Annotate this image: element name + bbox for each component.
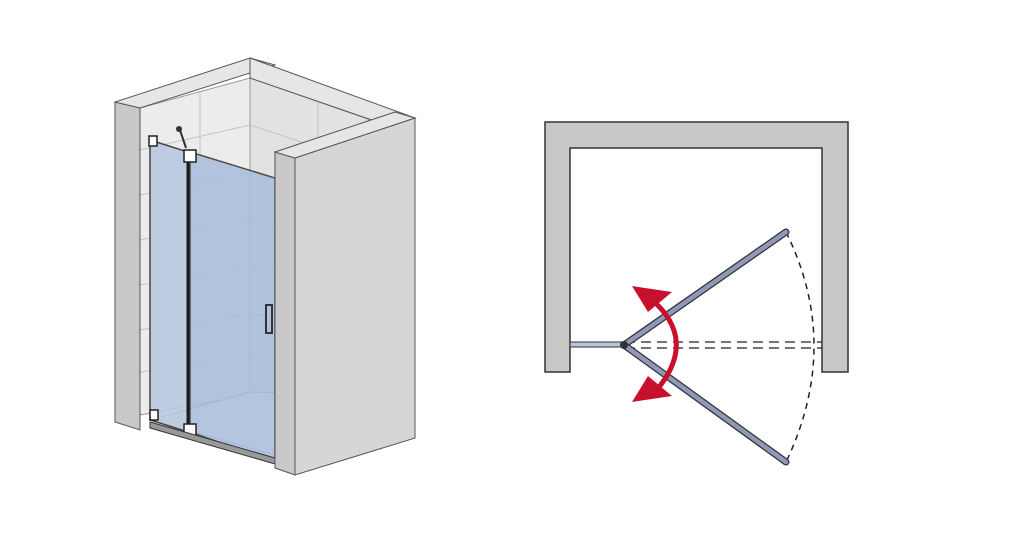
right-wall	[273, 111, 417, 476]
door-open-inward-fill	[621, 229, 789, 348]
top-hinge-left	[148, 135, 158, 147]
shower-arm	[179, 129, 187, 149]
bottom-hinge-left	[149, 409, 159, 421]
plan-closed-door	[625, 341, 822, 349]
top-hinge	[183, 149, 197, 163]
right-wall-top	[273, 111, 417, 159]
plan-door-positions	[620, 228, 790, 466]
glass-panels	[148, 126, 276, 465]
pivot-point	[620, 341, 628, 349]
arrow-arc	[648, 296, 679, 394]
shower-head	[176, 126, 182, 132]
plan-swing-arc	[785, 231, 815, 463]
door-handle	[265, 304, 273, 334]
door-open-outward-fill	[621, 342, 789, 465]
plan-walls	[544, 121, 849, 373]
plan-fixed-panel	[569, 341, 623, 348]
left-wall-top	[113, 57, 277, 109]
left-wall	[113, 57, 277, 431]
arrowhead-down	[632, 376, 672, 402]
arrowhead-up	[632, 286, 672, 312]
swing-direction-arrow	[632, 286, 679, 402]
